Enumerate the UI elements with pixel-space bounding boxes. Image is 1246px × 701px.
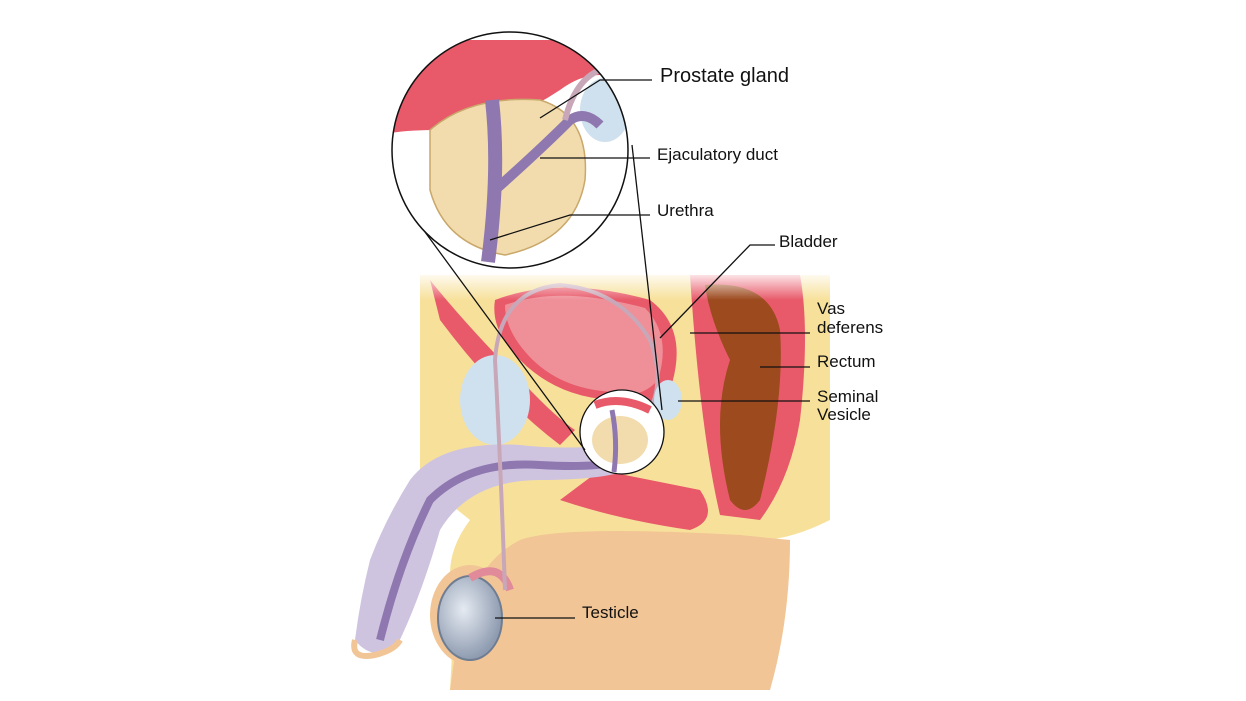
label-prostate-gland: Prostate gland xyxy=(660,65,789,87)
label-vas-deferens-line2: deferens xyxy=(817,318,883,337)
penis xyxy=(355,444,630,654)
label-urethra: Urethra xyxy=(657,201,714,220)
zoom-connector-left xyxy=(424,231,586,451)
leader-urethra xyxy=(489,214,650,241)
prostate-small xyxy=(592,416,648,464)
thigh-skin xyxy=(450,531,790,690)
urethra-inset xyxy=(481,99,503,263)
label-seminal-vesicle-line2: Vesicle xyxy=(817,405,871,424)
prostate-inset xyxy=(391,31,629,269)
ejaculatory-duct-inset xyxy=(491,111,604,194)
bladder-wall-inset xyxy=(392,40,628,135)
label-bladder: Bladder xyxy=(779,232,838,251)
epididymis xyxy=(467,567,514,592)
leader-bladder xyxy=(659,244,775,339)
testicle xyxy=(437,575,503,661)
seminal-vesicle xyxy=(654,380,682,420)
label-ejaculatory-duct: Ejaculatory duct xyxy=(657,145,778,164)
pelvic-floor-muscle xyxy=(560,470,708,530)
inset-border xyxy=(391,31,629,269)
zoom-connector-right xyxy=(631,144,663,411)
label-vas-deferens-line1: Vas xyxy=(817,299,845,318)
label-rectum: Rectum xyxy=(817,352,876,371)
label-seminal-vesicle-line1: Seminal xyxy=(817,387,878,406)
pelvis-section xyxy=(351,270,840,690)
bladder xyxy=(505,295,663,395)
label-testicle: Testicle xyxy=(582,603,639,622)
pubic-bone xyxy=(460,355,530,445)
leader-prostate-gland xyxy=(539,79,652,119)
rectum xyxy=(705,284,781,510)
penile-urethra xyxy=(376,458,621,641)
